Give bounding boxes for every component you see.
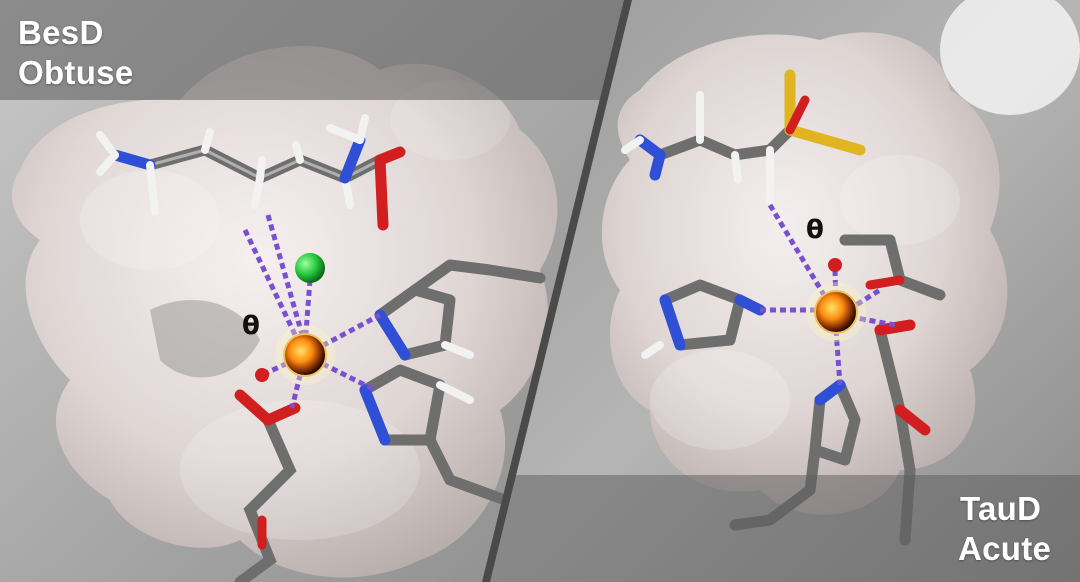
lysine-substrate bbox=[96, 114, 406, 231]
right-angle-label: θ bbox=[806, 215, 824, 245]
left-angle-label: θ bbox=[242, 311, 260, 341]
iron-center bbox=[283, 333, 327, 377]
right-panel-render bbox=[488, 0, 1080, 582]
panel-divider bbox=[482, 0, 632, 582]
right-geometry-label: Acute bbox=[958, 530, 1052, 567]
glutamate-chain bbox=[234, 389, 301, 582]
left-enzyme-name: BesD bbox=[18, 14, 104, 51]
histidine-ligands bbox=[359, 259, 546, 506]
taurine-substrate bbox=[621, 69, 866, 204]
right-enzyme-name: TauD bbox=[960, 490, 1042, 527]
chloride-ion bbox=[295, 253, 325, 283]
protein-surface bbox=[601, 32, 1008, 515]
oxo-oxygen bbox=[828, 258, 842, 272]
left-geometry-label: Obtuse bbox=[18, 54, 134, 91]
coordination-bonds bbox=[760, 203, 896, 386]
oxo-oxygen bbox=[255, 368, 269, 382]
left-panel-render bbox=[0, 0, 626, 582]
iron-center bbox=[814, 290, 858, 334]
